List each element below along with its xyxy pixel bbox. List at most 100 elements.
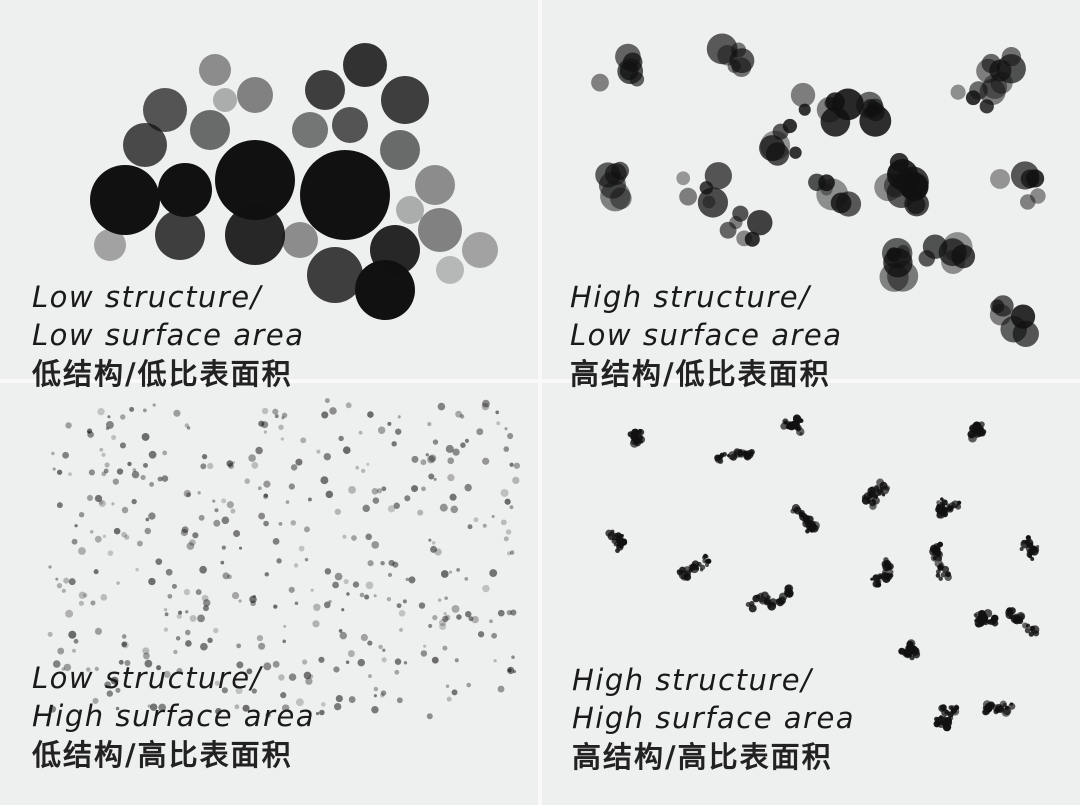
fine-particle [222,572,230,580]
fine-particle [333,702,342,711]
fine-particle [427,455,435,464]
fine-particle [192,532,199,539]
chain-particle [906,639,916,648]
fine-particle [315,711,320,716]
chain-particle [748,448,755,456]
particle [123,123,167,167]
fine-particle [398,609,406,617]
fine-particle [78,591,87,599]
fine-particle [65,422,72,429]
chain-particle [883,557,889,563]
fine-particle [264,572,270,577]
chain-particle [727,451,737,461]
fine-particle [500,519,507,526]
fine-particle [186,542,195,550]
aggregate-particle [1019,194,1036,210]
fine-particle [420,650,428,657]
fine-particle [68,472,72,477]
fine-particle [288,483,295,490]
fine-particle [184,423,190,428]
chain-particle [969,425,977,432]
fine-particle [380,693,385,698]
fine-particle [442,645,448,651]
chain-particle [871,498,875,503]
aggregate-particle [706,33,738,65]
fine-particle [402,599,407,604]
fine-particle [115,706,120,711]
chain-particle [1032,630,1040,637]
fine-particle [180,528,189,537]
fine-particle [189,614,197,622]
fine-particle [263,662,272,671]
fine-particle [236,661,244,669]
fine-particle [359,592,365,598]
fine-particle [276,558,282,564]
fine-particle [200,463,207,470]
fine-particle [403,661,408,665]
chain-particle [632,430,640,437]
particle [225,205,285,265]
fine-particle [265,712,271,718]
fine-particle [107,415,111,419]
fine-particle [397,415,401,419]
fine-particle [505,529,512,535]
fine-particle [233,530,241,538]
particle [143,88,187,132]
fine-particle [116,581,120,585]
label-line1: Low structure/ [32,280,262,314]
particle [305,70,345,110]
aggregate-particle [887,260,919,292]
particle [282,222,318,258]
chain-particle [867,493,874,500]
fine-particle [468,616,474,622]
fine-particle [335,694,343,703]
fine-particle [503,536,509,542]
fine-particle [288,673,297,681]
fine-particle [481,402,490,411]
fine-particle [432,439,439,445]
particle [380,130,420,170]
fine-particle [110,676,119,685]
fine-particle [381,486,387,492]
fine-particle [272,408,279,415]
aggregate-particle [989,59,1012,82]
chain-particle [769,598,778,607]
fine-particle [387,505,396,513]
aggregate-particle [679,187,698,206]
fine-particle [99,447,104,452]
label-line1: High structure/ [572,663,813,697]
chain-particle [755,594,761,599]
fine-particle [202,605,209,612]
chain-particle [1009,702,1014,706]
fine-particle [94,666,99,672]
aggregate-particle [902,175,928,201]
chain-particle [1026,549,1031,554]
fine-particle [368,674,372,679]
fine-particle [63,663,72,672]
chain-particle [988,618,996,626]
chain-particle [936,555,942,562]
fine-particle [158,703,167,712]
fine-particle [428,538,432,542]
fine-particle [395,428,402,435]
fine-particle [511,655,515,659]
aggregate-particle [1020,169,1040,189]
chain-particle [704,559,709,564]
fine-particle [93,569,99,575]
fine-particle [98,500,104,505]
fine-particle [302,659,308,665]
fine-particle [221,516,230,525]
fine-particle [236,643,242,649]
aggregate-particle [782,118,798,134]
fine-particle [258,512,266,520]
fine-particle [371,488,379,495]
fine-particle [449,570,453,574]
fine-particle [124,534,130,540]
chain-particle [888,569,894,575]
panel-label-top-right: High structure/ Low surface area 高结构/低比表… [570,278,843,394]
fine-particle [189,539,196,546]
fine-particle [427,422,432,427]
fine-particle [425,453,429,457]
chain-particle [983,609,993,618]
fine-particle [62,451,69,459]
